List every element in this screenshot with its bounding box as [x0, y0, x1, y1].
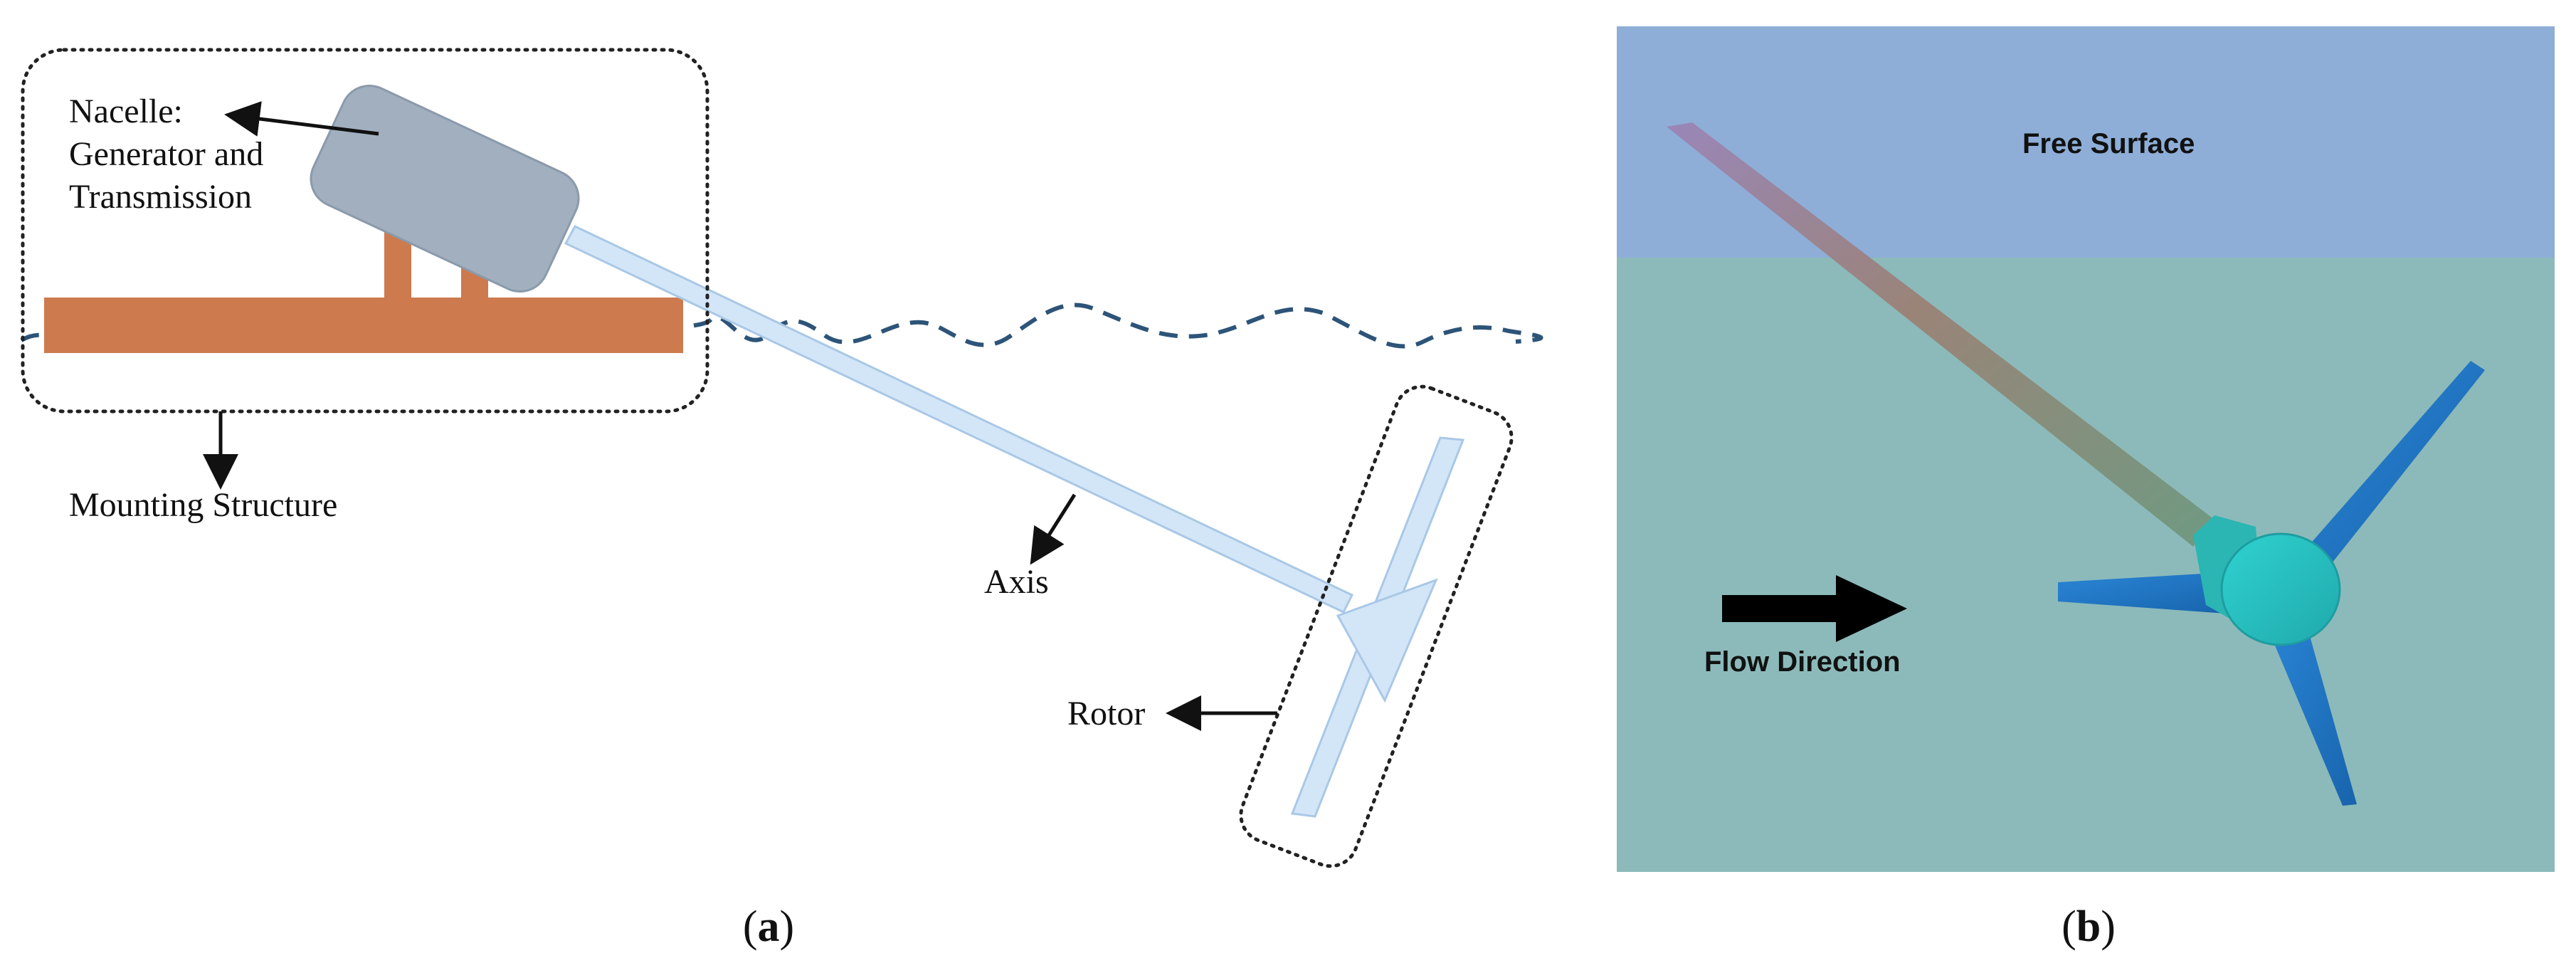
nacelle-label-line1: Nacelle: — [69, 93, 183, 130]
axis-shaft — [564, 225, 1354, 614]
panel-b: Free Surface Flow Direction (b) — [1617, 26, 2555, 951]
free-surface-label: Free Surface — [2022, 128, 2195, 159]
nacelle-label-line3: Transmission — [69, 178, 252, 216]
nacelle-body — [310, 85, 580, 293]
sky-region — [1617, 26, 2555, 258]
mounting-structure-label: Mounting Structure — [69, 486, 337, 524]
turbine-shaft — [1667, 122, 2215, 547]
turbine-blade-lower — [2261, 614, 2357, 806]
panel-a-caption-open: ( — [743, 903, 758, 951]
panel-b-caption-letter: b — [2076, 903, 2101, 951]
rotor-hub — [1336, 578, 1438, 703]
panel-a-caption-close: ) — [780, 903, 795, 951]
axis-label: Axis — [984, 563, 1049, 601]
flow-direction-label: Flow Direction — [1704, 646, 1901, 678]
nacelle-callout-arrow — [224, 101, 379, 137]
flow-direction-arrow — [1722, 575, 1907, 642]
panel-b-caption-close: ) — [2101, 903, 2116, 951]
panel-b-caption-open: ( — [2062, 903, 2076, 951]
water-region — [1617, 258, 2555, 872]
mounting-structure-bar — [44, 298, 683, 353]
panel-a-caption: (a) — [743, 903, 794, 951]
turbine-hub-disk — [2220, 532, 2341, 646]
turbine-blade-upper — [2293, 361, 2485, 577]
axis-callout-arrow — [1030, 493, 1077, 565]
rotor-boundary — [1239, 384, 1514, 868]
panel-b-caption: (b) — [2062, 903, 2116, 951]
nacelle-structure-boundary — [21, 48, 709, 414]
turbine-blade-left — [2058, 573, 2226, 614]
panel-a-caption-letter: a — [758, 903, 780, 951]
nacelle-label-line2: Generator and — [69, 135, 263, 173]
panel-a: Nacelle: Generator and Transmission Moun… — [20, 48, 1543, 951]
rotor-label: Rotor — [1067, 695, 1145, 732]
